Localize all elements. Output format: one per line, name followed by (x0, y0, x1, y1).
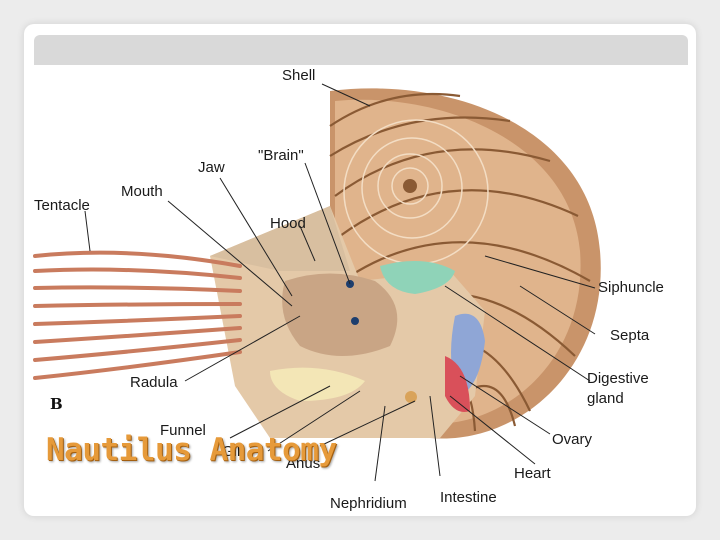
slide-title: Nautilus Anatomy (46, 432, 337, 468)
label-gill: Gill (222, 443, 244, 460)
slide-header-bar (34, 35, 688, 65)
label-hood: Hood (270, 215, 306, 232)
label-shell: Shell (282, 67, 315, 84)
leader-lines (84, 83, 596, 482)
label-tentacle: Tentacle (34, 197, 90, 214)
label-septa: Septa (610, 327, 650, 344)
panel-letter: B (50, 395, 63, 413)
nautilus-anatomy-diagram: Shell "Brain" Jaw Mouth Tentacle Hood Si… (33, 67, 664, 512)
label-anus: Anus (286, 455, 320, 472)
label-brain: "Brain" (258, 147, 304, 164)
label-nephridium: Nephridium (330, 495, 407, 512)
label-digestive: Digestive (587, 370, 649, 387)
label-intestine: Intestine (440, 489, 497, 506)
label-ovary: Ovary (552, 431, 593, 448)
label-heart: Heart (514, 465, 552, 482)
body-illustration (210, 206, 485, 438)
label-mouth: Mouth (121, 183, 163, 200)
label-funnel: Funnel (160, 422, 206, 439)
label-gland: gland (587, 390, 624, 407)
tentacles-illustration (33, 250, 242, 380)
label-siphuncle: Siphuncle (598, 279, 664, 296)
label-radula: Radula (130, 374, 178, 391)
label-jaw: Jaw (198, 159, 225, 176)
